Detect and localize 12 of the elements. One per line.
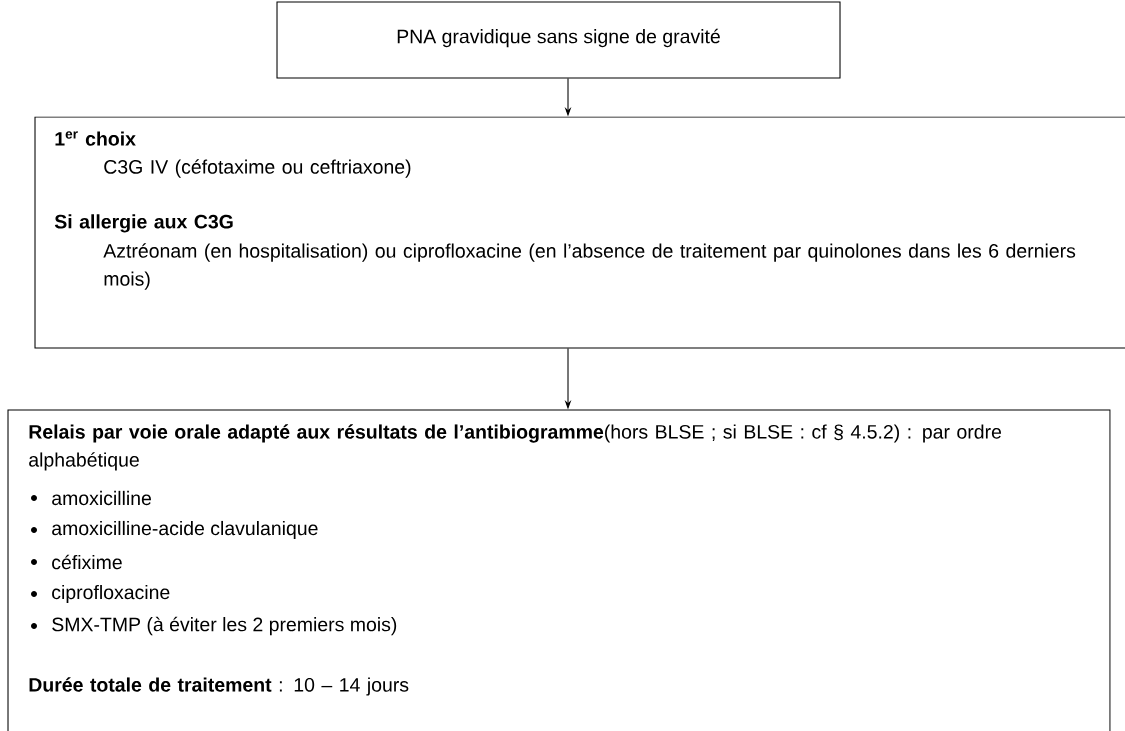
body-text: Aztréonam (en hospitalisation) ou ciprofloxacine (en l’absence de traitement par quinolones dans les 6 derniers mois) (103, 243, 1076, 290)
heading: 1$^{er}$ choix (55, 131, 136, 146)
box-text: PNA gravidique sans signe de gravité (397, 28, 720, 48)
list-item: SMX-TMP (à éviter les 2 premiers mois) (31, 616, 397, 636)
heading: Si allergie aux C3G (54, 214, 233, 233)
list-item: ciprofloxacine (31, 584, 170, 604)
list-item: céfixime (31, 554, 122, 570)
paragraph: Relais par voie orale adapté aux résultats de l’antibiogramme(hors BLSE ; si BLSE : cf § 4.5.2) : par ordre alphabétique (29, 424, 1001, 471)
body-text: C3G IV (céfotaxime ou ceftriaxone) (104, 159, 411, 178)
list-item: amoxicilline-acide clavulanique (31, 520, 318, 540)
list-item: amoxicilline (31, 490, 151, 506)
paragraph: Durée totale de traitement : 10 – 14 jours (29, 677, 409, 696)
